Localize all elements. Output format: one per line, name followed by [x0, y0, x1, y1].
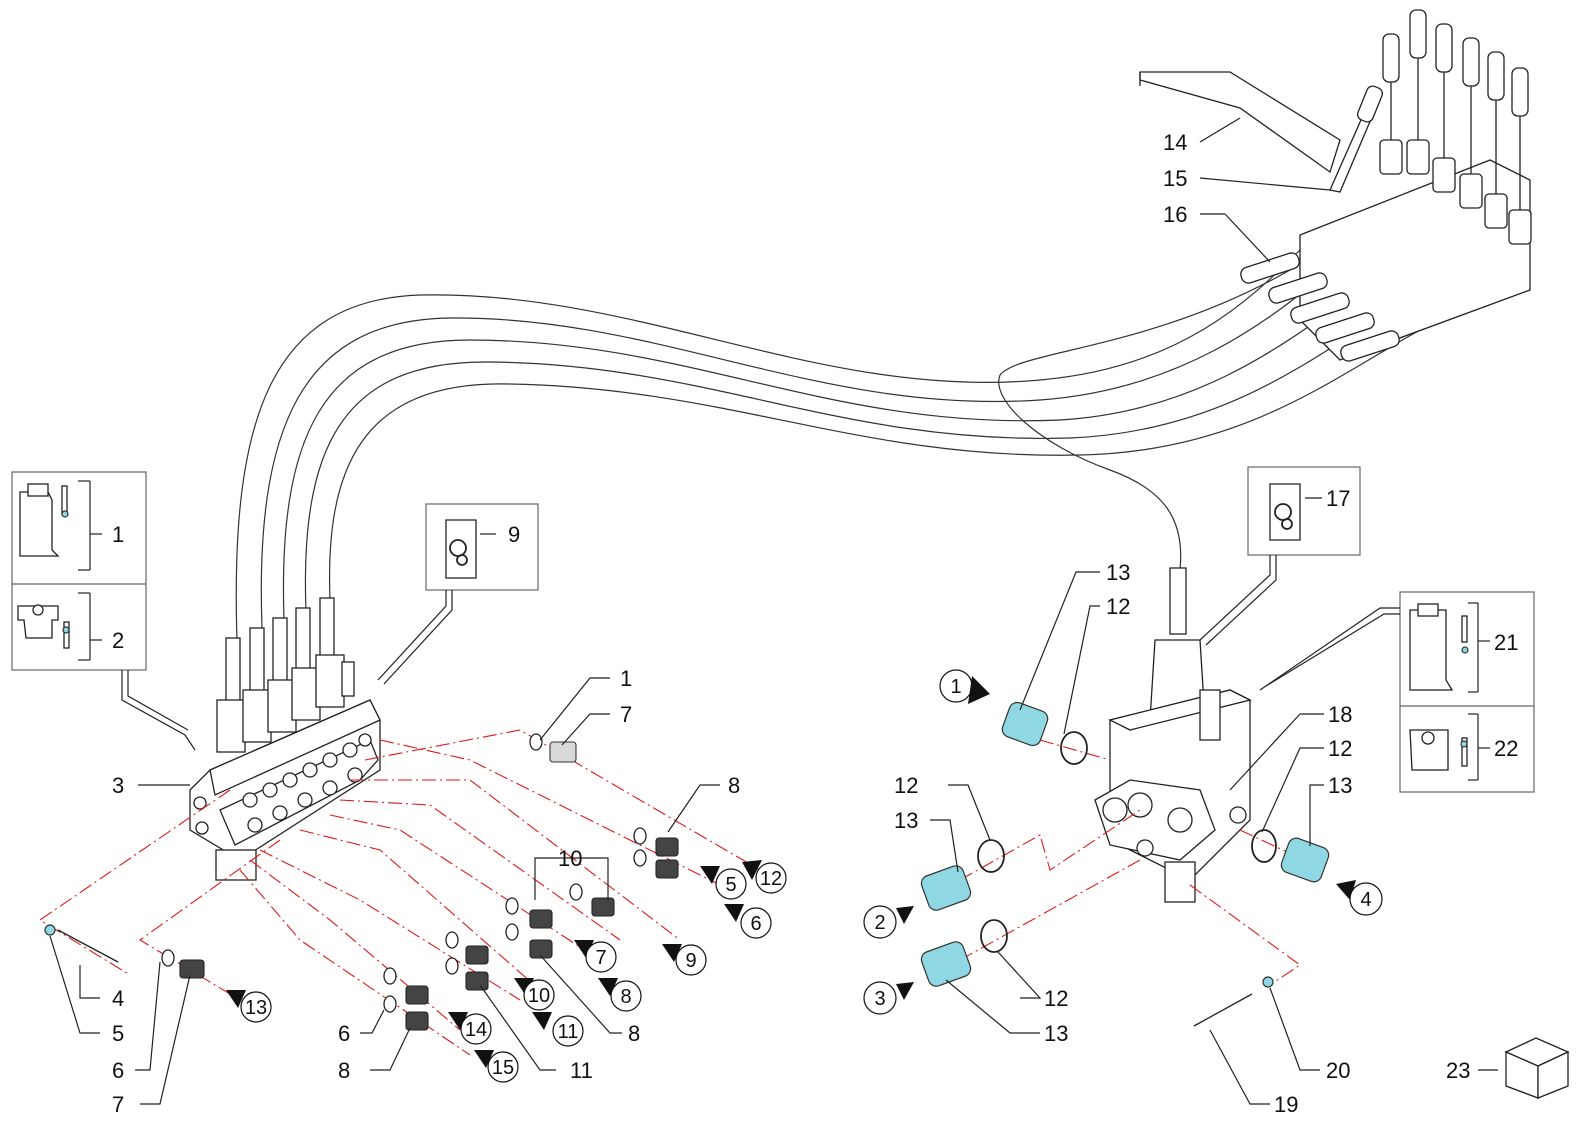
callout-17: 17 [1326, 486, 1350, 511]
svg-text:11: 11 [558, 1021, 579, 1043]
callout-12-lower: 12 [1044, 986, 1068, 1011]
callout-3: 3 [112, 773, 124, 798]
flow-lines-left [38, 729, 761, 1056]
svg-text:14: 14 [465, 1019, 487, 1041]
option-box-right [1259, 591, 1535, 793]
svg-text:7: 7 [595, 947, 606, 969]
callout-13-upper: 13 [1106, 560, 1130, 585]
callout-7-left: 7 [112, 1092, 124, 1117]
option-box-left [11, 471, 196, 751]
callout-18: 18 [1328, 702, 1352, 727]
callout-9: 9 [508, 522, 520, 547]
svg-text:13: 13 [245, 997, 267, 1019]
fittings-left [44, 733, 679, 1031]
callout-12-left: 12 [894, 773, 918, 798]
leader-lines-left [49, 677, 720, 1105]
callout-1-fitting: 1 [620, 666, 632, 691]
callout-22: 22 [1494, 736, 1518, 761]
svg-text:9: 9 [685, 950, 696, 972]
svg-text:1: 1 [950, 676, 961, 698]
port-ref-11: 11 [532, 1012, 584, 1047]
callout-15: 15 [1163, 166, 1187, 191]
port-ref-2-right: 2 [863, 905, 914, 939]
callout-8-bottom: 8 [338, 1058, 350, 1083]
port-ref-6: 6 [724, 904, 772, 939]
port-ref-15: 15 [474, 1050, 519, 1083]
seal-kit-bag-icon [1269, 483, 1301, 541]
callout-12-right: 12 [1328, 736, 1352, 761]
callout-11: 11 [570, 1058, 593, 1083]
callout-13-right: 13 [1328, 773, 1352, 798]
callout-8-middle: 8 [628, 1021, 640, 1046]
svg-text:10: 10 [528, 985, 550, 1007]
package-box-icon [1504, 1037, 1570, 1099]
svg-text:8: 8 [620, 986, 631, 1008]
port-ref-5: 5 [700, 866, 747, 900]
fittings-right [920, 701, 1330, 1027]
port-ref-14: 14 [448, 1012, 492, 1045]
callout-20: 20 [1326, 1058, 1350, 1083]
port-ref-10: 10 [514, 978, 555, 1011]
svg-text:3: 3 [874, 988, 885, 1010]
port-ref-7: 7 [574, 940, 617, 973]
callout-13-left: 13 [894, 808, 918, 833]
port-ref-12: 12 [742, 860, 787, 894]
callout-16: 16 [1163, 202, 1187, 227]
port-ref-8: 8 [598, 978, 642, 1012]
port-ref-9: 9 [662, 944, 707, 976]
svg-text:6: 6 [750, 913, 761, 935]
seal-kit-box-right [1199, 466, 1361, 646]
callout-2-box-left: 2 [112, 628, 124, 653]
seal-kit-box-left [377, 503, 539, 685]
callout-21: 21 [1494, 630, 1518, 655]
callout-12-upper: 12 [1106, 594, 1130, 619]
callout-4-bolt: 4 [112, 986, 124, 1011]
svg-text:2: 2 [874, 912, 885, 934]
callout-23: 23 [1446, 1058, 1470, 1083]
callout-5-washer: 5 [112, 1021, 124, 1046]
callout-labels: 1 2 3 9 1 7 8 10 4 5 6 7 6 8 11 8 14 15 … [112, 130, 1518, 1117]
multi-section-valve [189, 597, 381, 881]
callout-13-lower: 13 [1044, 1021, 1068, 1046]
svg-text:12: 12 [760, 868, 782, 890]
port-ref-4-right: 4 [1336, 880, 1383, 916]
callout-14: 14 [1163, 130, 1187, 155]
callout-7-fitting: 7 [620, 702, 632, 727]
callout-10: 10 [558, 846, 582, 871]
seal-kit-bag-icon [445, 519, 477, 579]
svg-text:4: 4 [1360, 889, 1371, 911]
port-ref-3-right: 3 [863, 981, 914, 1015]
svg-text:15: 15 [492, 1057, 514, 1079]
control-cables [235, 249, 1421, 641]
callout-6-left: 6 [112, 1058, 124, 1083]
callout-6-bottom: 6 [338, 1021, 350, 1046]
svg-text:5: 5 [725, 874, 736, 896]
callout-19: 19 [1274, 1092, 1298, 1117]
callout-1-box-left: 1 [112, 522, 124, 547]
port-reference-markers: 12 5 6 9 7 8 10 [226, 669, 1383, 1083]
lever-control-unit [1139, 9, 1532, 362]
leader-lines-right [930, 571, 1498, 1105]
single-section-valve [1094, 567, 1301, 903]
port-ref-13-left: 13 [226, 990, 272, 1023]
callout-8-upper: 8 [728, 773, 740, 798]
port-ref-1-right: 1 [939, 669, 990, 704]
